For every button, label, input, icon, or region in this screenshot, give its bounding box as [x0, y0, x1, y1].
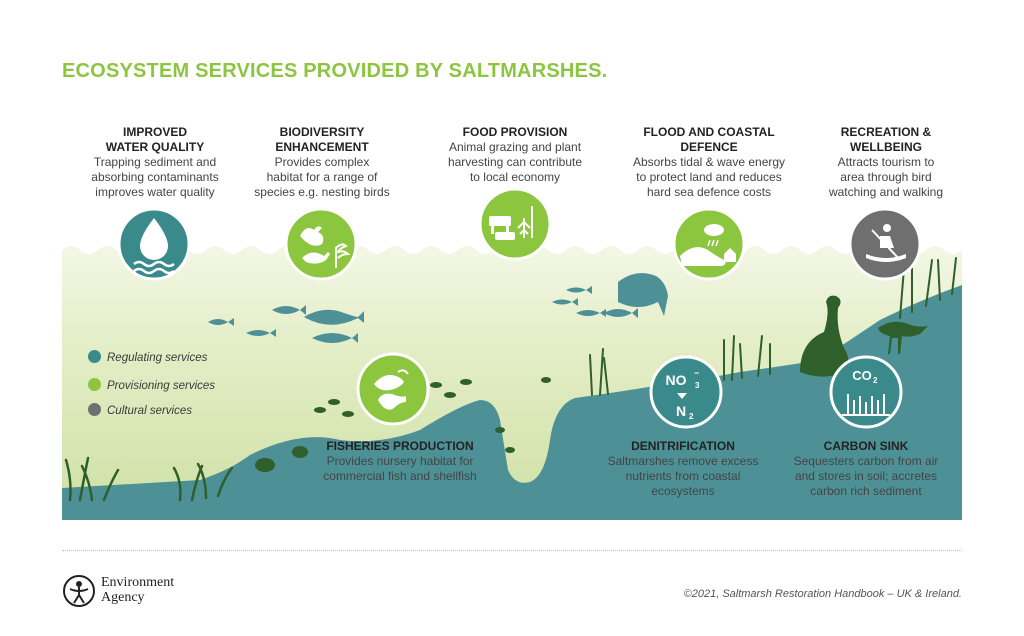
svg-text:3: 3 — [695, 381, 700, 390]
grass-blade — [216, 466, 234, 498]
kelp-leaf — [430, 382, 442, 388]
service-carbon-sink: CARBON SINK Sequesters carbon from air a… — [781, 439, 951, 499]
legend-regulating: Regulating services — [88, 350, 207, 364]
fish — [566, 286, 592, 294]
kelp-leaf — [444, 392, 456, 398]
fish-school-right — [552, 273, 668, 318]
kelp-leaf — [342, 411, 354, 417]
fish — [312, 333, 358, 343]
service-fisheries-title: FISHERIES PRODUCTION — [326, 439, 474, 453]
crab — [292, 446, 308, 458]
service-flood-defence-desc: Absorbs tidal & wave energy to protect l… — [632, 155, 786, 199]
fish — [272, 305, 306, 315]
service-carbon-sink-desc: Sequesters carbon from air and stores in… — [793, 454, 939, 498]
legend-dot-regulating — [88, 350, 101, 363]
crab — [255, 458, 275, 472]
grass-blade — [78, 456, 90, 502]
service-fisheries-desc: Provides nursery habitat for commercial … — [323, 454, 477, 483]
service-denitrification-desc: Saltmarshes remove excess nutrients from… — [607, 454, 759, 498]
wading-bird-silhouette — [878, 321, 928, 354]
service-denitrification-title: DENITRIFICATION — [631, 439, 735, 453]
kelp-leaf — [541, 377, 551, 383]
service-denitrification: DENITRIFICATION Saltmarshes remove exces… — [598, 439, 768, 499]
reed — [589, 354, 593, 396]
land-profile — [62, 285, 962, 520]
page-title: ECOSYSTEM SERVICES PROVIDED BY SALTMARSH… — [62, 60, 608, 82]
reed — [925, 259, 933, 307]
flood-defence-icon — [672, 207, 746, 281]
service-recreation-desc: Attracts tourism to area through bird wa… — [828, 155, 944, 199]
seagrass — [64, 456, 234, 502]
kelp-plants — [314, 377, 551, 453]
co2-icon: CO 2 — [829, 355, 903, 429]
reed — [951, 257, 957, 295]
svg-text:2: 2 — [873, 376, 878, 385]
reed — [599, 348, 604, 396]
environment-agency-logo-text: Environment Agency — [101, 575, 175, 605]
service-water-quality-desc: Trapping sediment and absorbing contamin… — [91, 155, 219, 199]
fish-school-left — [208, 305, 364, 343]
service-recreation: RECREATION & WELLBEING Attracts tourism … — [811, 125, 961, 200]
svg-text:NO: NO — [666, 372, 687, 388]
service-flood-defence: FLOOD AND COASTAL DEFENCE Absorbs tidal … — [624, 125, 794, 200]
grass-blade — [196, 462, 208, 500]
crabs — [255, 446, 308, 472]
service-flood-defence-title: FLOOD AND COASTAL DEFENCE — [643, 125, 775, 154]
birds-icon — [284, 207, 358, 281]
svg-text:N: N — [676, 403, 686, 419]
footer-divider — [62, 550, 962, 551]
service-carbon-sink-title: CARBON SINK — [823, 439, 909, 453]
kayak-icon — [848, 207, 922, 281]
legend-dot-provisioning — [88, 378, 101, 391]
kelp-leaf — [328, 399, 340, 405]
reed — [739, 343, 743, 379]
fish — [552, 298, 578, 306]
kelp-leaf — [460, 379, 472, 385]
grass-blade — [102, 468, 120, 502]
fish — [576, 309, 606, 317]
livestock-icon — [478, 187, 552, 261]
svg-text:CO: CO — [852, 368, 872, 383]
reed — [731, 335, 735, 381]
kelp-leaf — [505, 447, 515, 453]
grass-blade — [80, 464, 94, 502]
grass-blade — [64, 458, 72, 502]
kelp-leaf — [314, 407, 326, 413]
svg-text:2: 2 — [689, 412, 694, 421]
reed — [757, 335, 763, 377]
reeds — [589, 257, 957, 396]
reed — [603, 357, 609, 395]
fish — [604, 308, 638, 318]
service-biodiversity: BIODIVERSITY ENHANCEMENT Provides comple… — [247, 125, 397, 200]
reed — [937, 259, 941, 301]
service-food-provision-desc: Animal grazing and plant harvesting can … — [447, 140, 583, 184]
service-water-quality-title: IMPROVED WATER QUALITY — [105, 125, 205, 154]
fish — [618, 273, 668, 316]
fish — [208, 318, 234, 326]
legend-cultural: Cultural services — [88, 403, 192, 417]
legend-provisioning: Provisioning services — [88, 378, 215, 392]
fish — [304, 309, 364, 325]
legend-dot-cultural — [88, 403, 101, 416]
service-water-quality: IMPROVED WATER QUALITY Trapping sediment… — [80, 125, 230, 200]
reed — [899, 267, 905, 319]
copyright-credit: ©2021, Saltmarsh Restoration Handbook – … — [683, 588, 962, 600]
environment-agency-logo-icon — [63, 575, 95, 607]
kelp-leaf — [495, 427, 505, 433]
svg-text:−: − — [694, 368, 699, 378]
service-biodiversity-desc: Provides complex habitat for a range of … — [254, 155, 390, 199]
service-biodiversity-title: BIODIVERSITY ENHANCEMENT — [275, 125, 369, 154]
service-fisheries: FISHERIES PRODUCTION Provides nursery ha… — [315, 439, 485, 484]
fish — [246, 329, 276, 337]
water-drop-icon — [117, 207, 191, 281]
grass-blade — [172, 466, 182, 502]
service-food-provision: FOOD PROVISION Animal grazing and plant … — [435, 125, 595, 185]
no3-n2-icon: NO 3 − N 2 — [649, 355, 723, 429]
goose-silhouette — [800, 295, 849, 377]
fish-shellfish-icon — [356, 352, 430, 426]
service-food-provision-title: FOOD PROVISION — [462, 125, 568, 139]
service-recreation-title: RECREATION & WELLBEING — [840, 125, 932, 154]
